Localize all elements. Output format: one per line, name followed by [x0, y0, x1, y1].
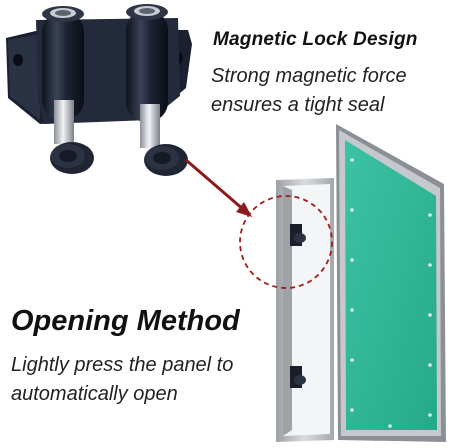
magnetic-lock-line-1: Strong magnetic force: [211, 65, 407, 87]
opening-method-line-2: automatically open: [11, 383, 178, 405]
opening-method-description: Lightly press the panel to automatically…: [11, 351, 271, 409]
highlight-circle: [239, 195, 333, 289]
pointer-arrow: [185, 158, 252, 217]
magnetic-lock-line-2: ensures a tight seal: [211, 94, 385, 116]
magnetic-lock-image: [6, 4, 192, 176]
magnetic-lock-title: Magnetic Lock Design: [213, 29, 418, 50]
opening-method-title: Opening Method: [11, 305, 240, 337]
access-panel-image: [276, 124, 446, 442]
magnetic-lock-description: Strong magnetic force ensures a tight se…: [211, 62, 456, 120]
opening-method-line-1: Lightly press the panel to: [11, 354, 234, 376]
